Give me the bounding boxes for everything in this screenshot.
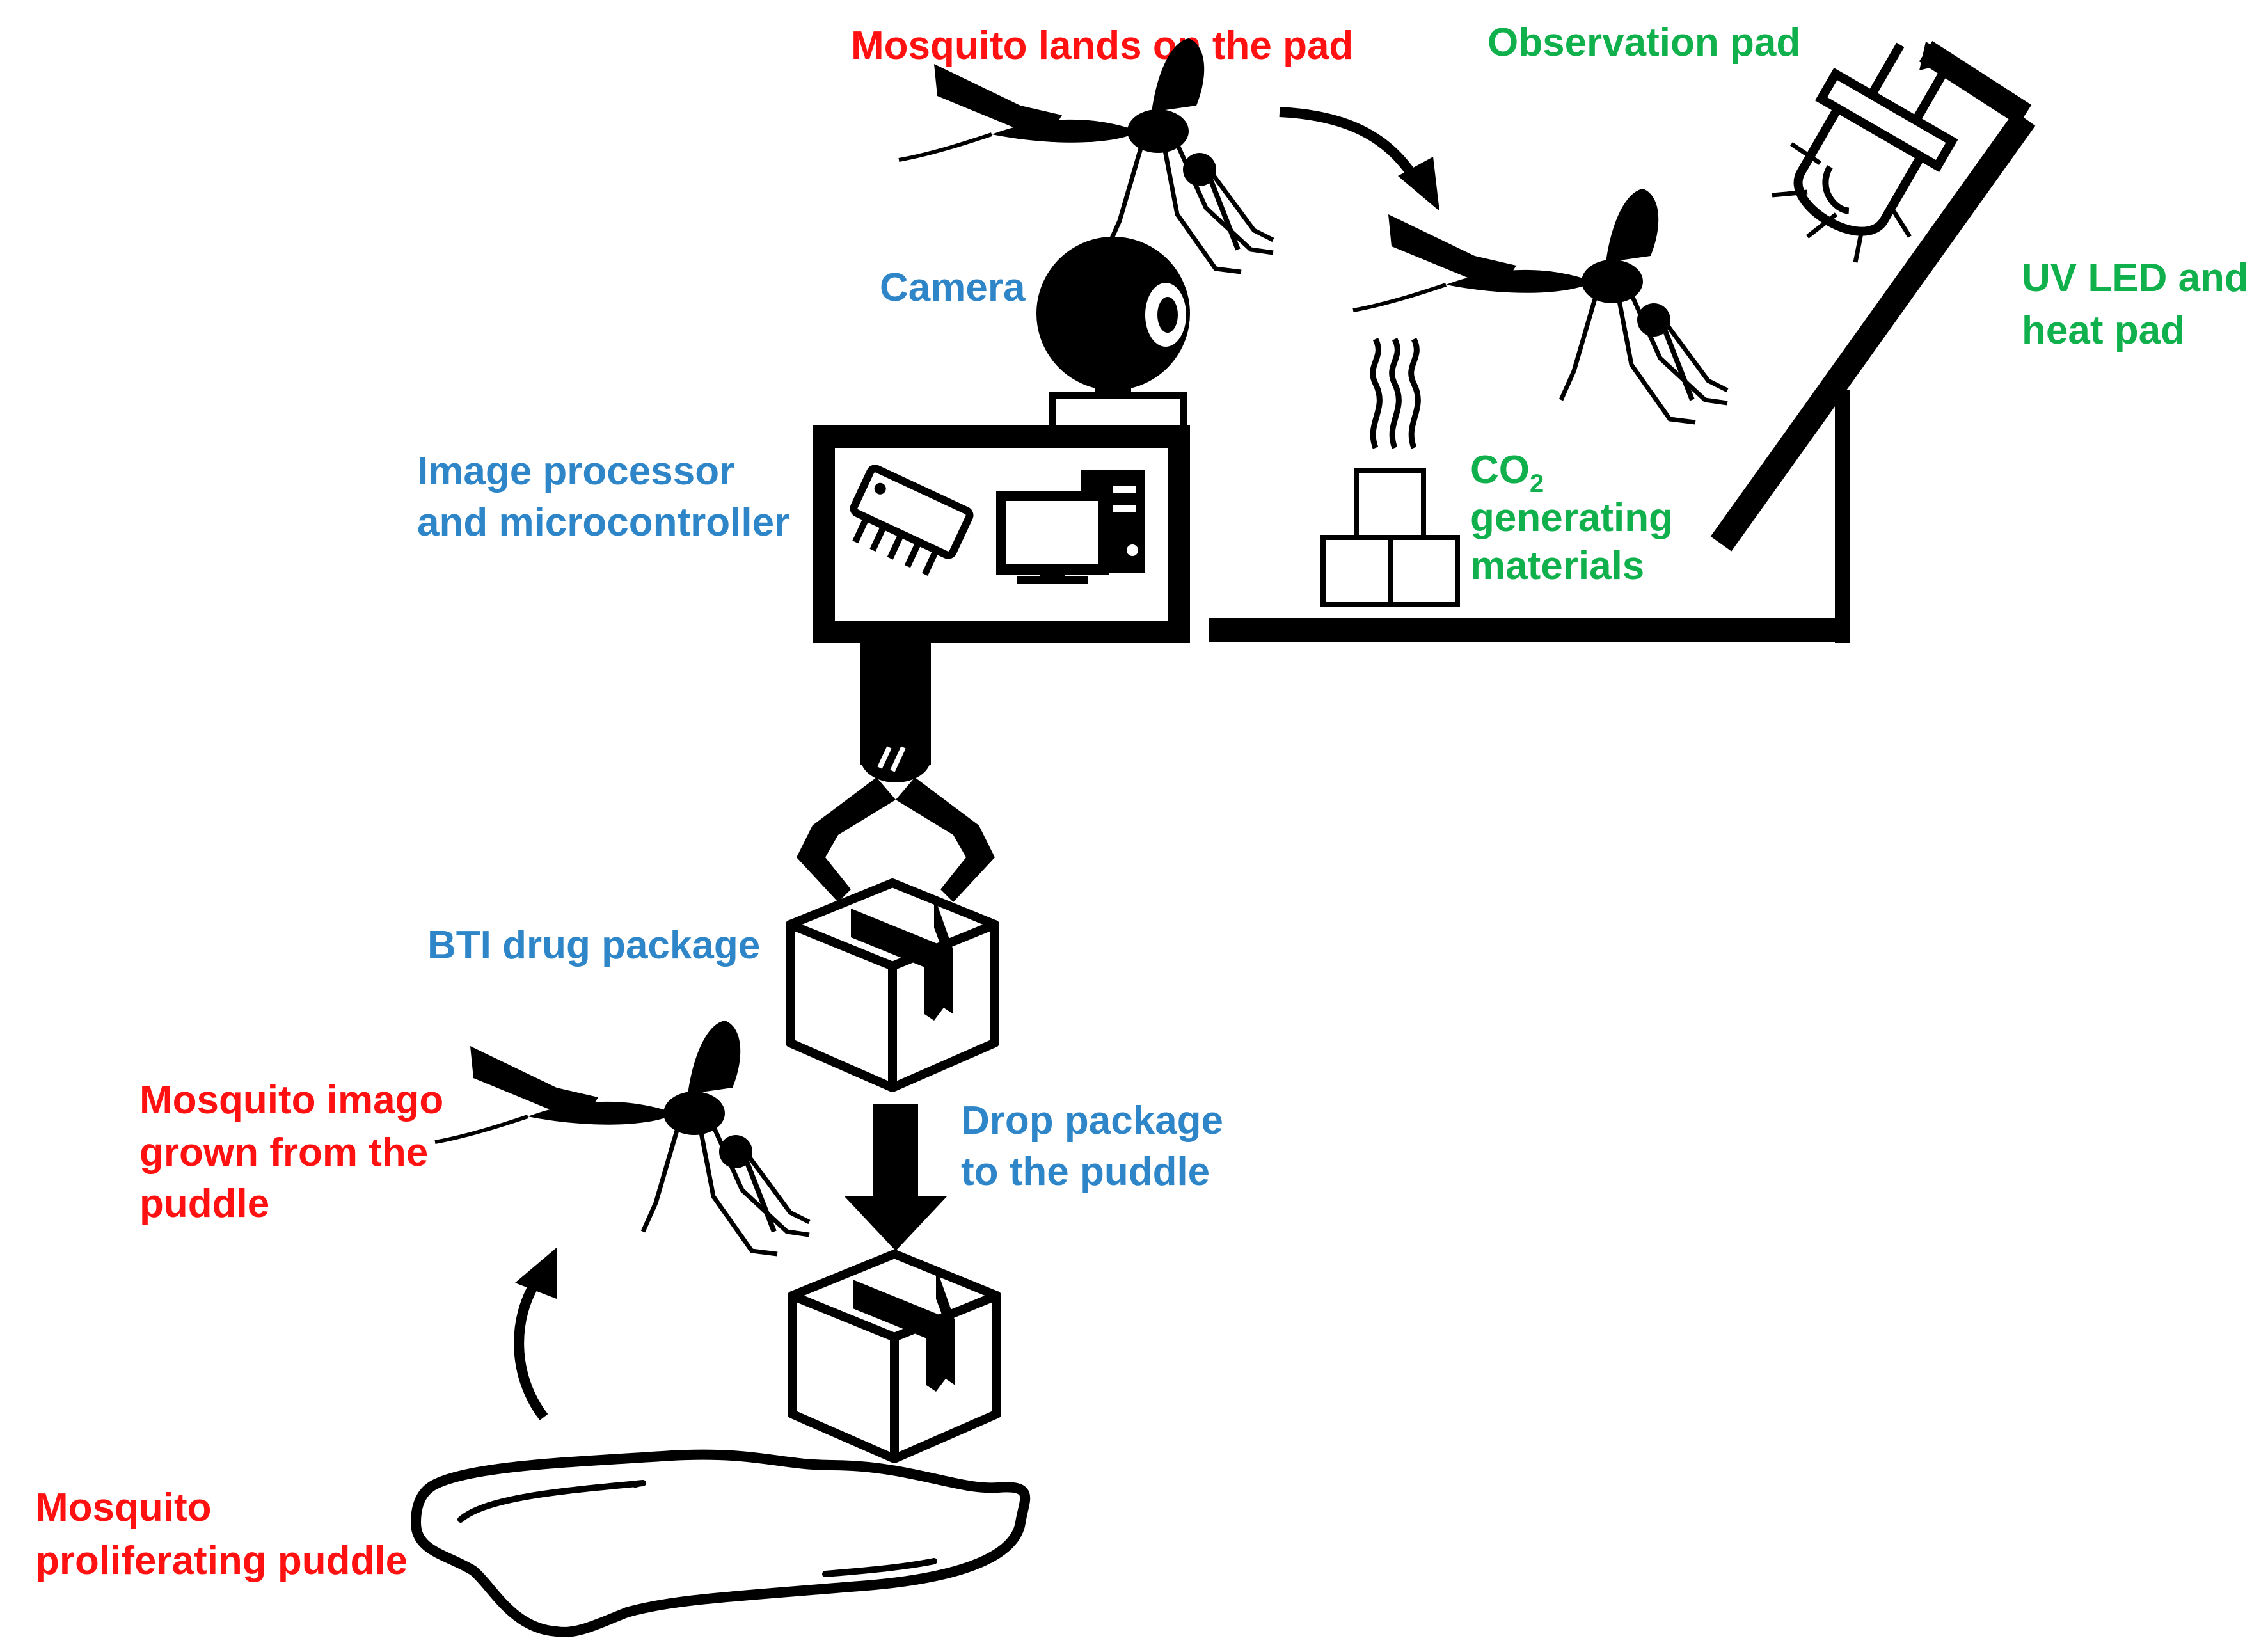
label-image-processor-1: Image processor [417,449,734,493]
down-arrow-icon [845,1104,947,1251]
label-co2-2: generating [1470,496,1673,540]
camera-icon [1036,237,1190,434]
observation-pad [1209,41,2036,643]
mosquito-icon [1353,189,1727,422]
mosquito-icon [899,38,1273,272]
mosquito-icon [435,1021,809,1254]
label-uv-led-1: UV LED and [2022,256,2249,300]
desktop-computer-icon [996,470,1145,584]
package-box-icon [790,883,995,1088]
label-camera: Camera [880,266,1026,310]
steaming-boxes-icon [1320,337,1460,607]
label-imago-1: Mosquito imago [139,1078,443,1122]
label-puddle-1: Mosquito [35,1486,212,1530]
label-imago-2: grown from the [139,1131,428,1175]
package-box-icon [792,1254,997,1459]
label-drop-2: to the puddle [961,1150,1210,1194]
label-observation-pad: Observation pad [1487,20,1800,65]
label-bti-package: BTI drug package [427,923,760,967]
curved-arrow-icon [1279,107,1439,211]
microchip-icon [850,465,974,576]
label-puddle-2: proliferating puddle [35,1539,408,1583]
label-co2-3: materials [1470,544,1644,588]
puddle-icon [410,1449,1031,1637]
label-imago-3: puddle [139,1182,269,1226]
label-mosquito-lands: Mosquito lands on the pad [851,24,1353,68]
svg-text:CO2: CO2 [1470,448,1544,498]
led-bulb-icon [1772,42,1958,263]
label-co2: CO2 [1470,448,1544,498]
label-drop-1: Drop package [961,1099,1223,1143]
curved-arrow-icon [514,1248,557,1420]
label-image-processor-2: and microcontroller [417,500,789,544]
label-uv-led-2: heat pad [2022,308,2185,353]
robotic-gripper-icon [797,643,995,902]
